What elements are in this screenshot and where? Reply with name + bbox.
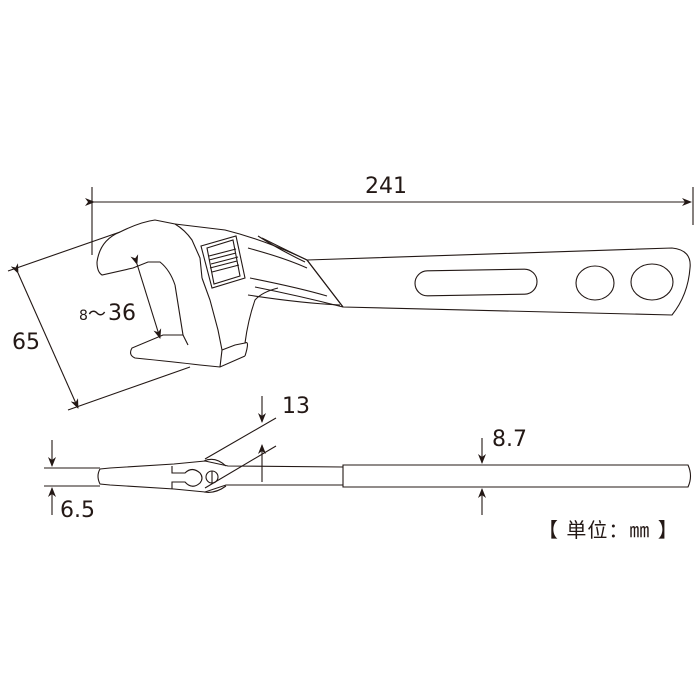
overall-length-label: 241 [365, 174, 407, 199]
jaw-opening-dimension [130, 254, 162, 339]
jaw-opening-max-label: 36 [108, 301, 136, 326]
jaw-tip-thickness-label: 6.5 [60, 498, 95, 523]
head-thickness-label: 13 [282, 394, 310, 419]
overall-length-dimension [85, 187, 694, 255]
unit-label: 【 単位：㎜ 】 [538, 518, 679, 542]
wrench-top-view [96, 219, 691, 368]
head-width-dimension [7, 231, 191, 411]
jaw-tip-dimension [44, 440, 100, 515]
jaw-opening-min-label: 8 [79, 308, 88, 324]
wrench-side-view [97, 458, 692, 493]
head-thickness-dimension [204, 396, 277, 489]
jaw-opening-sep-label: ～ [88, 304, 106, 325]
handle-thickness-label: 8.7 [492, 427, 527, 452]
head-width-label: 65 [12, 330, 40, 355]
